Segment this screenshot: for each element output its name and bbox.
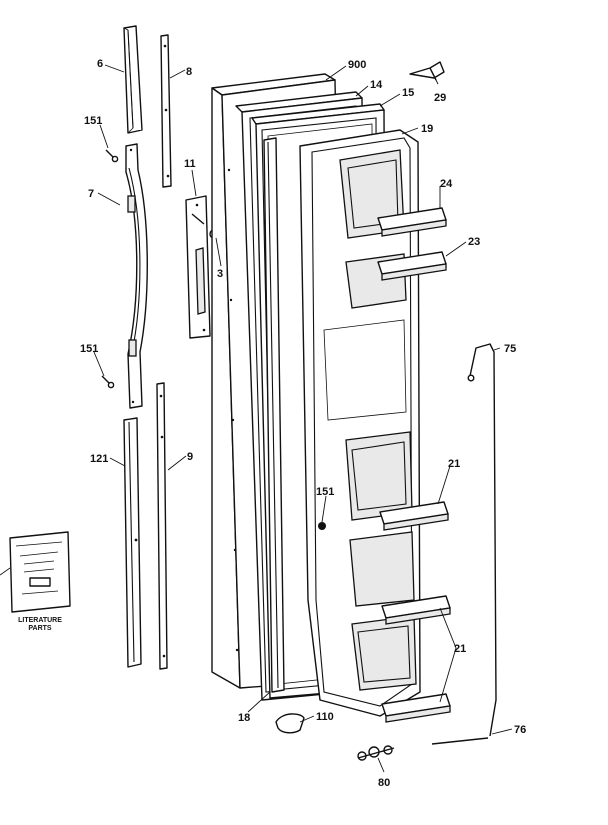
callout-151-center: 151: [316, 486, 334, 498]
part-75-wire: [467, 343, 497, 737]
part-8-trim-strip: [160, 34, 172, 188]
part-29-clip: [409, 61, 445, 81]
part-11-bracket: [185, 195, 211, 339]
literature-caption-line2: PARTS: [28, 625, 52, 632]
callout-19: 19: [421, 123, 433, 135]
leader-lines: [93, 64, 513, 773]
callout-14: 14: [370, 79, 383, 91]
part-80-fastener: [357, 745, 395, 761]
part-18-breaker-strip: [263, 137, 285, 693]
literature-booklet: [0, 531, 71, 613]
callout-900: 900: [348, 59, 366, 71]
callout-11: 11: [184, 158, 196, 170]
callout-9: 9: [187, 451, 193, 463]
callout-29: 29: [434, 92, 446, 104]
callout-80: 80: [378, 777, 390, 789]
part-151-screw-mid: [101, 375, 115, 389]
part-110-cap: [275, 713, 305, 734]
callout-23: 23: [468, 236, 480, 248]
part-19-inner-liner: [299, 129, 421, 717]
part-21-shelf-rail-b: [381, 595, 451, 625]
callout-76: 76: [514, 724, 526, 736]
part-151-screw-top: [105, 149, 119, 163]
callout-21-a: 21: [448, 458, 460, 470]
callout-3: 3: [217, 268, 223, 280]
callout-8: 8: [186, 66, 192, 78]
part-7-handle: [125, 143, 148, 409]
callout-7: 7: [88, 188, 94, 200]
part-23-shelf-rail: [377, 251, 447, 281]
part-21-shelf-rail-a: [379, 501, 449, 531]
part-76-wire-end: [431, 737, 489, 745]
callout-24: 24: [440, 178, 453, 190]
callout-151-mid: 151: [80, 343, 98, 355]
callout-121: 121: [90, 453, 108, 465]
callout-18: 18: [238, 712, 250, 724]
part-21-shelf-rail-c: [381, 693, 451, 723]
callout-151-top: 151: [84, 115, 102, 127]
callout-110: 110: [316, 711, 334, 723]
callout-75: 75: [504, 343, 516, 355]
part-151-screw-center: [318, 522, 326, 530]
part-24-shelf-rail: [377, 207, 447, 237]
callout-6: 6: [97, 58, 103, 70]
callout-15: 15: [402, 87, 414, 99]
part-121-bottom-cap: [123, 417, 142, 668]
callout-labels: 6 8 900 14 15 29 151 19 11 7 24 3 23 151…: [80, 58, 526, 789]
literature-caption-line1: LITERATURE: [18, 617, 62, 624]
part-9-trim-strip: [156, 382, 168, 670]
part-6-handle-cap: [123, 25, 143, 134]
callout-21-b: 21: [454, 643, 466, 655]
